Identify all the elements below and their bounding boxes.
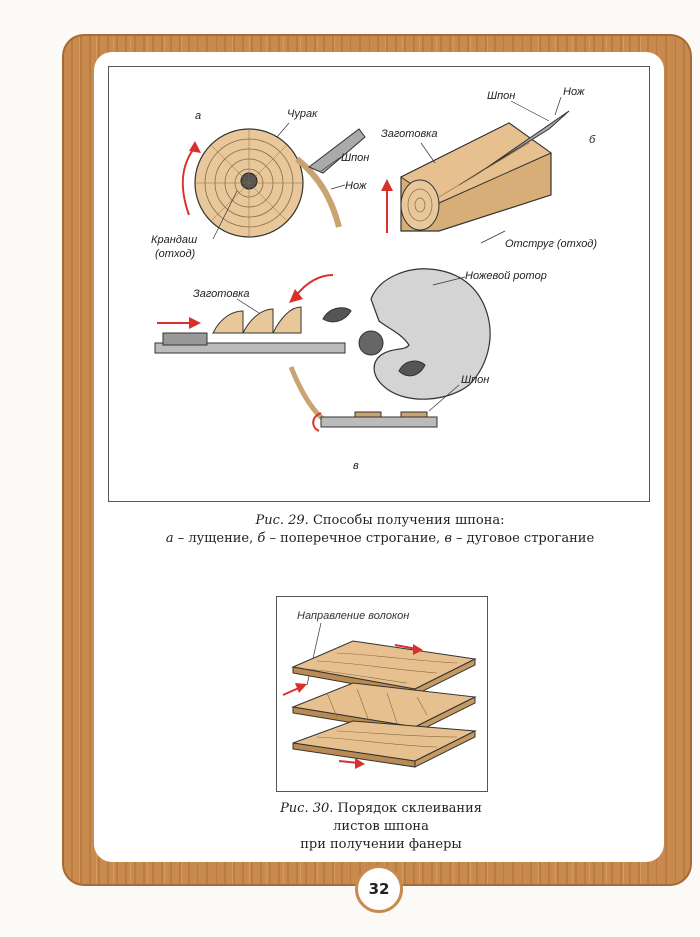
figure-30-illustration: Направление волокон — [282, 610, 477, 769]
caption29-v: в — [444, 531, 452, 546]
log-rotary — [194, 128, 304, 238]
label-otstrug: Отструг (отход) — [505, 238, 597, 250]
caption29-a: а — [165, 531, 174, 546]
caption29-v-text: – дуговое строгание — [451, 531, 595, 546]
veneer-sheet-bottom — [292, 720, 477, 768]
rotation-arrow-v-head — [289, 289, 303, 303]
label-zagotovka-v: Заготовка — [193, 288, 250, 300]
label-v: в — [353, 460, 359, 472]
label-nozh-a: Нож — [345, 180, 367, 192]
workpiece-v — [154, 306, 438, 428]
leader-churak — [276, 122, 290, 138]
label-zagotovka-b: Заготовка — [381, 128, 438, 140]
fiber-arrow-top-head — [413, 644, 423, 655]
rotation-arrow-a-head — [189, 141, 201, 153]
label-krandash-2: (отход) — [155, 248, 196, 260]
caption30-title: Рис. 30. — [280, 801, 334, 816]
feed-arrow-b-head — [381, 179, 393, 191]
page-number: 32 — [355, 865, 403, 913]
label-shpon-a: Шпон — [341, 152, 369, 164]
figure-29-caption: Рис. 29. Способы получения шпона: а – лу… — [100, 512, 660, 548]
rotation-arrow-a — [181, 146, 196, 216]
leader-krandash — [212, 190, 238, 240]
leader-otstrug — [480, 230, 506, 244]
caption29-line1: Способы получения шпона: — [308, 513, 505, 528]
label-shpon-v: Шпон — [461, 374, 489, 386]
output-arrow-v — [312, 412, 322, 432]
label-nozh-b: Нож — [563, 86, 585, 98]
label-fiber-direction: Направление волокон — [297, 610, 409, 622]
leader-rotor — [432, 276, 466, 286]
leader-nozh-a — [330, 184, 346, 190]
label-krandash-1: Крандаш — [151, 234, 197, 246]
label-a: а — [195, 110, 201, 122]
caption29-a-text: – лущение, — [173, 531, 258, 546]
leader-shpon-v — [428, 384, 460, 412]
figure-30-caption: Рис. 30. Порядок склеивания листов шпона… — [266, 800, 496, 854]
label-churak: Чурак — [287, 108, 318, 120]
fiber-arrow-middle-head — [295, 683, 307, 693]
fiber-arrow-bottom-head — [355, 758, 365, 769]
caption30-line2: листов шпона — [333, 819, 429, 834]
leader-shpon-b — [510, 100, 550, 122]
rotation-arrow-v — [294, 274, 334, 298]
label-shpon-b: Шпон — [487, 90, 515, 102]
feed-arrow-v-head — [189, 317, 201, 329]
caption30-line3: при получении фанеры — [300, 837, 462, 852]
caption29-b-text: – поперечное строгание, — [265, 531, 445, 546]
leader-shpon-a — [320, 156, 342, 172]
leader-zagotovka-b — [420, 142, 436, 164]
veneer-strip-a — [295, 128, 366, 228]
label-b: б — [589, 134, 596, 146]
figure-30: Направление волокон — [276, 596, 488, 792]
leader-nozh-b — [554, 96, 562, 116]
caption30-line1: Порядок склеивания — [333, 801, 482, 816]
label-nozhevoy-rotor: Ножевой ротор — [465, 270, 547, 282]
figure-29: а Чурак Шпон Нож Крандаш (отход) Шпон Но… — [108, 66, 650, 502]
knife-rotor — [322, 268, 491, 400]
caption29-title: Рис. 29. — [255, 513, 309, 528]
leader-zagotovka-v — [236, 298, 260, 314]
figure-29-illustration: а Чурак Шпон Нож Крандаш (отход) Шпон Но… — [151, 86, 597, 472]
block-planing — [400, 110, 570, 232]
caption29-b: б — [257, 531, 266, 546]
